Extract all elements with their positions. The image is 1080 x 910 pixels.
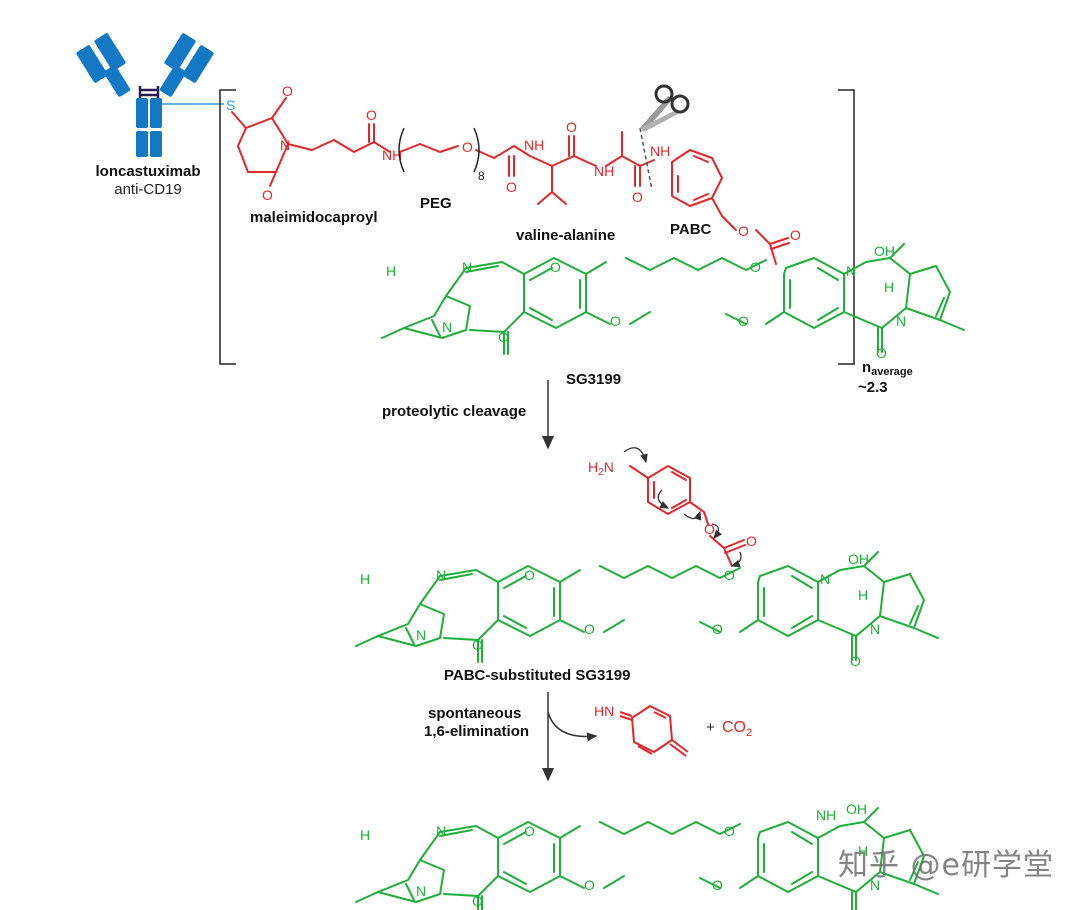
svg-text:O: O xyxy=(262,187,273,203)
elimination-arrow-icon xyxy=(547,711,598,742)
payload-name: SG3199 xyxy=(566,371,621,388)
svg-text:O: O xyxy=(524,823,535,839)
svg-text:H: H xyxy=(360,571,370,587)
payload-structure-2: N H N O O O O O N OH H N O xyxy=(355,551,939,669)
scissors-icon xyxy=(639,84,690,191)
svg-text:O: O xyxy=(584,877,595,893)
svg-text:O: O xyxy=(738,223,749,239)
svg-text:N: N xyxy=(846,263,856,279)
svg-text:O: O xyxy=(632,189,643,205)
linker-atoms: O N O O NH O O NH O NH O NH O O xyxy=(262,83,801,243)
svg-text:H: H xyxy=(386,263,396,279)
thiol-atom: S xyxy=(226,97,235,113)
svg-text:O: O xyxy=(724,567,735,583)
svg-text:naverage: naverage xyxy=(862,359,913,378)
svg-text:NH: NH xyxy=(524,137,544,153)
svg-text:O: O xyxy=(506,179,517,195)
svg-text:N: N xyxy=(870,621,880,637)
byproduct-co2: CO2 xyxy=(722,719,752,739)
svg-text:O: O xyxy=(498,329,509,345)
svg-text:N: N xyxy=(462,259,472,275)
svg-text:NH: NH xyxy=(382,147,402,163)
svg-text:N: N xyxy=(436,567,446,583)
step-elimination: 1,6-elimination xyxy=(424,723,529,740)
pabc-substituted-name: PABC-substituted SG3199 xyxy=(444,667,630,684)
curved-arrow-icon xyxy=(623,447,742,568)
svg-text:O: O xyxy=(524,567,535,583)
payload-structure-1: N H N O O O O O N OH H N O xyxy=(381,243,965,361)
svg-text:N: N xyxy=(442,319,452,335)
svg-text:N: N xyxy=(436,823,446,839)
svg-text:O: O xyxy=(472,637,483,653)
pabc-fragment xyxy=(629,465,746,567)
svg-text:H: H xyxy=(858,587,868,603)
svg-text:O: O xyxy=(610,313,621,329)
imine-group: HN xyxy=(594,703,614,719)
azaquinone-methide xyxy=(619,705,689,757)
svg-text:O: O xyxy=(366,107,377,123)
carbamate-o: O xyxy=(704,521,715,537)
svg-text:O: O xyxy=(738,313,749,329)
antibody-icon xyxy=(76,33,224,157)
svg-text:N: N xyxy=(870,877,880,893)
antibody-target: anti-CD19 xyxy=(114,181,182,198)
svg-text:H: H xyxy=(360,827,370,843)
svg-text:O: O xyxy=(790,227,801,243)
svg-text:N: N xyxy=(416,627,426,643)
svg-text:N: N xyxy=(280,137,290,153)
payload-structure-3: N H N O O O O O NH OH H N xyxy=(355,801,939,910)
svg-text:O: O xyxy=(850,653,861,669)
peg-repeat-parens xyxy=(398,127,480,173)
dar-label: naverage ~2.3 xyxy=(858,359,913,396)
svg-text:O: O xyxy=(724,823,735,839)
label-maleimidocaproyl: maleimidocaproyl xyxy=(250,209,378,226)
svg-text:O: O xyxy=(472,893,483,909)
step-spontaneous: spontaneous xyxy=(428,705,521,722)
svg-text:O: O xyxy=(282,83,293,99)
svg-text:OH: OH xyxy=(848,551,869,567)
svg-text:NH: NH xyxy=(594,163,614,179)
svg-text:O: O xyxy=(876,345,887,361)
svg-text:O: O xyxy=(712,877,723,893)
watermark: 知乎 @e研学堂 xyxy=(838,848,1054,883)
svg-text:N: N xyxy=(416,883,426,899)
svg-text:OH: OH xyxy=(846,801,867,817)
svg-text:N: N xyxy=(896,313,906,329)
svg-text:O: O xyxy=(712,621,723,637)
label-peg: PEG xyxy=(420,195,452,212)
svg-text:NH: NH xyxy=(816,807,836,823)
svg-text:O: O xyxy=(566,119,577,135)
svg-text:NH: NH xyxy=(650,143,670,159)
label-valine-alanine: valine-alanine xyxy=(516,227,615,244)
svg-text:N: N xyxy=(820,571,830,587)
byproduct-plus: + xyxy=(706,719,715,736)
svg-text:~2.3: ~2.3 xyxy=(858,379,888,396)
svg-text:O: O xyxy=(750,259,761,275)
svg-text:OH: OH xyxy=(874,243,895,259)
svg-text:H: H xyxy=(858,843,868,859)
carbonyl-o: O xyxy=(746,533,757,549)
svg-text:O: O xyxy=(462,139,473,155)
svg-text:O: O xyxy=(584,621,595,637)
label-pabc: PABC xyxy=(670,221,712,238)
antibody-name: loncastuximab xyxy=(95,163,200,180)
repeat-bracket xyxy=(219,89,855,365)
svg-text:H: H xyxy=(884,279,894,295)
amine-group: H2N xyxy=(588,459,614,478)
svg-text:O: O xyxy=(550,259,561,275)
peg-repeat-count: 8 xyxy=(478,169,485,183)
step-proteolytic-cleavage: proteolytic cleavage xyxy=(382,403,526,420)
